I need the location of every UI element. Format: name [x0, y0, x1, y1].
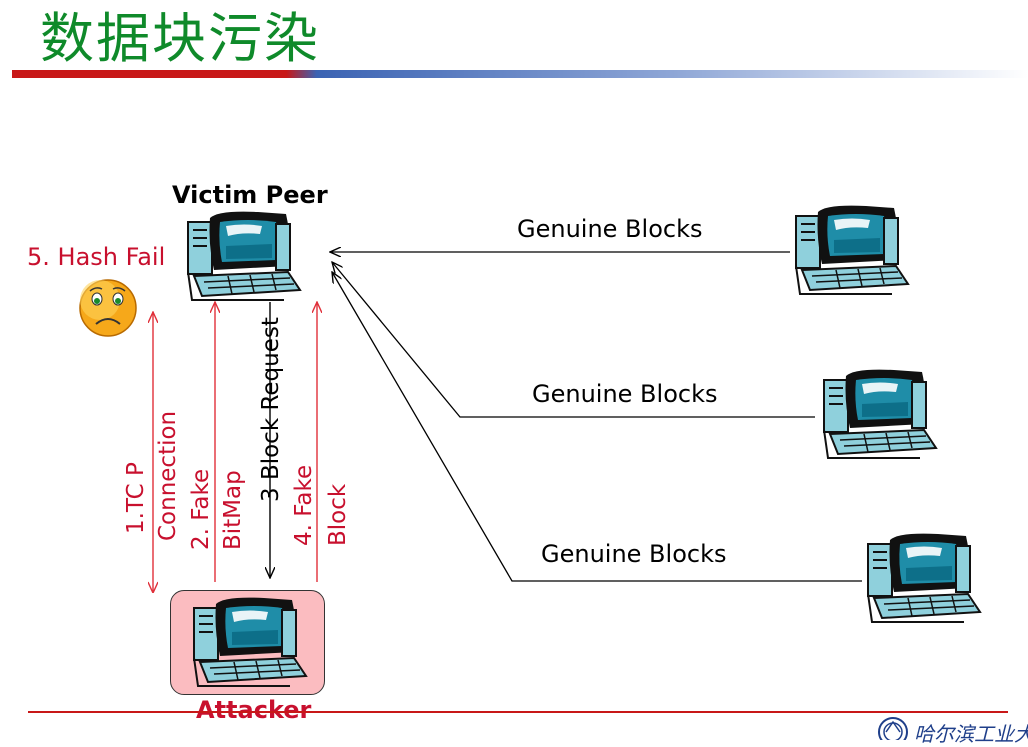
victim-peer-label: Victim Peer: [172, 181, 328, 209]
step2-line2: BitMap: [220, 470, 246, 550]
genuine-arrow-3: [332, 272, 862, 582]
step2-line1: 2. Fake: [188, 468, 214, 550]
genuine-blocks-label-2: Genuine Blocks: [532, 380, 718, 408]
genuine-peer-3-computer-icon: [867, 532, 981, 623]
bottom-rule: [28, 711, 1008, 713]
genuine-blocks-label-3: Genuine Blocks: [541, 540, 727, 568]
genuine-arrow-2: [332, 262, 815, 418]
title-underline: [12, 70, 1028, 78]
attacker-label: Attacker: [196, 696, 312, 724]
university-logo-text: 哈尔滨工业大学: [914, 722, 1028, 746]
sad-face-icon: [79, 279, 137, 337]
genuine-blocks-label-1: Genuine Blocks: [517, 215, 703, 243]
step1-line1: 1.TC P: [123, 462, 149, 534]
attacker-box: [170, 590, 325, 695]
step1-line2: Connection: [155, 410, 181, 541]
slide-title: 数据块污染: [40, 7, 320, 70]
genuine-peer-1-computer-icon: [795, 204, 909, 295]
victim-computer-icon: [187, 210, 301, 301]
genuine-peer-2-computer-icon: [823, 368, 937, 459]
step4-line1: 4. Fake: [291, 464, 317, 546]
hash-fail-label: 5. Hash Fail: [27, 243, 166, 271]
step3-label: 3 Block Request: [258, 317, 284, 502]
step4-line2: Block: [325, 483, 351, 546]
